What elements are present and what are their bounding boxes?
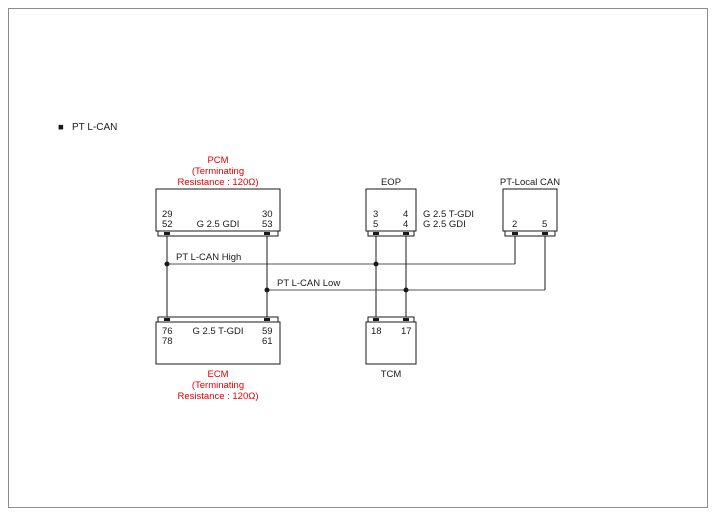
tcm-pin-17: 17 — [401, 326, 412, 337]
pt-local-can-pin-right — [542, 232, 548, 235]
wire-can-high — [164, 236, 516, 318]
ecm-engine: G 2.5 T-GDI — [192, 326, 243, 337]
tcm-pin-18: 18 — [371, 326, 382, 337]
tcm-pin-left — [373, 318, 379, 321]
pt-local-can-pin-2: 2 — [512, 219, 517, 230]
splice-low-ecm — [264, 287, 270, 293]
pt-local-can-pin-left — [512, 232, 518, 235]
ecm-pin-left — [164, 318, 170, 321]
tcm-pin-right — [403, 318, 409, 321]
ecm-box — [155, 316, 281, 365]
ecm-pin-61: 61 — [262, 336, 273, 347]
eop-pin-5: 5 — [373, 219, 378, 230]
tcm-name: TCM — [381, 369, 402, 380]
wire-can-low — [264, 236, 546, 318]
splice-high-eop — [373, 261, 379, 267]
pcm-pin-right — [264, 232, 270, 235]
wire-can-low-label: PT L-CAN Low — [277, 278, 340, 289]
eop-engine-line1: G 2.5 T-GDI — [423, 209, 474, 220]
eop-pin-4b: 4 — [403, 219, 408, 230]
pcm-engine: G 2.5 GDI — [197, 219, 240, 230]
diagram-frame — [8, 8, 708, 508]
eop-pin-left — [373, 232, 379, 235]
pt-local-can-pin-5: 5 — [542, 219, 547, 230]
eop-pin-4a: 4 — [403, 209, 408, 220]
splice-low-eop — [403, 287, 409, 293]
wire-can-high-label: PT L-CAN High — [176, 252, 241, 263]
eop-pin-3: 3 — [373, 209, 378, 220]
pcm-pin-left — [164, 232, 170, 235]
ecm-note-line1: (Terminating — [192, 380, 244, 391]
pcm-name: PCM — [207, 155, 228, 166]
eop-engine-line2: G 2.5 GDI — [423, 219, 466, 230]
section-bullet: ■ — [58, 122, 64, 133]
ecm-pin-59: 59 — [262, 326, 273, 337]
section-title: PT L-CAN — [72, 122, 117, 133]
pcm-pin-30: 30 — [262, 209, 273, 220]
pcm-pin-52: 52 — [162, 219, 173, 230]
eop-name: EOP — [381, 177, 401, 188]
pcm-pin-53: 53 — [262, 219, 273, 230]
ecm-name: ECM — [207, 369, 228, 380]
tcm-box — [365, 316, 417, 365]
pcm-box — [155, 188, 281, 237]
eop-box — [365, 188, 417, 237]
pcm-note-line1: (Terminating — [192, 166, 244, 177]
ecm-pin-76: 76 — [162, 326, 173, 337]
ecm-pin-right — [264, 318, 270, 321]
pt-local-can-name: PT-Local CAN — [500, 177, 560, 188]
pcm-note-line2: Resistance : 120Ω) — [177, 177, 258, 188]
ecm-pin-78: 78 — [162, 336, 173, 347]
splice-high-ecm — [164, 261, 170, 267]
pcm-pin-29: 29 — [162, 209, 173, 220]
pt-local-can-box — [502, 188, 558, 237]
ecm-note-line2: Resistance : 120Ω) — [177, 391, 258, 402]
eop-pin-right — [403, 232, 409, 235]
